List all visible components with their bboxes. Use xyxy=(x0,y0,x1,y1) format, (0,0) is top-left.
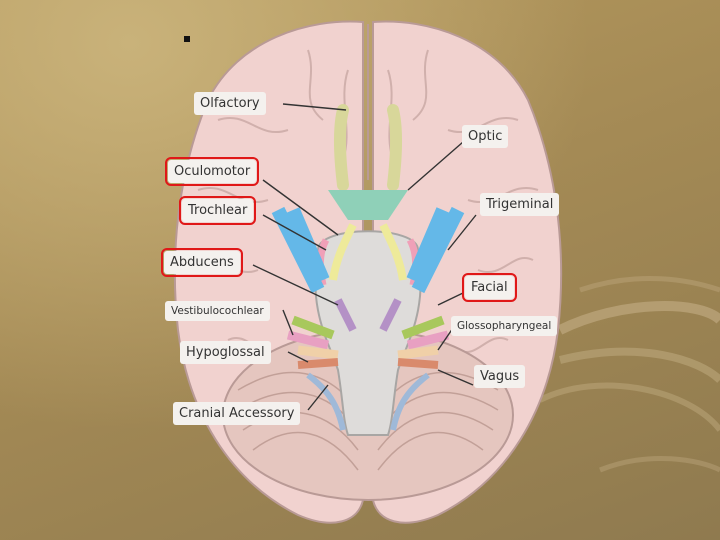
label-trigeminal: Trigeminal xyxy=(480,193,559,216)
label-facial: Facial xyxy=(465,276,514,299)
label-abducens: Abducens xyxy=(164,251,240,274)
label-glossopharyngeal: Glossopharyngeal xyxy=(451,316,557,336)
label-vagus: Vagus xyxy=(474,365,525,388)
label-cranial-accessory: Cranial Accessory xyxy=(173,402,300,425)
label-olfactory: Olfactory xyxy=(194,92,266,115)
label-oculomotor: Oculomotor xyxy=(168,160,256,183)
label-optic: Optic xyxy=(462,125,508,148)
label-vestibulocochlear: Vestibulocochlear xyxy=(165,301,270,321)
label-trochlear: Trochlear xyxy=(182,199,253,222)
label-hypoglossal: Hypoglossal xyxy=(180,341,271,364)
